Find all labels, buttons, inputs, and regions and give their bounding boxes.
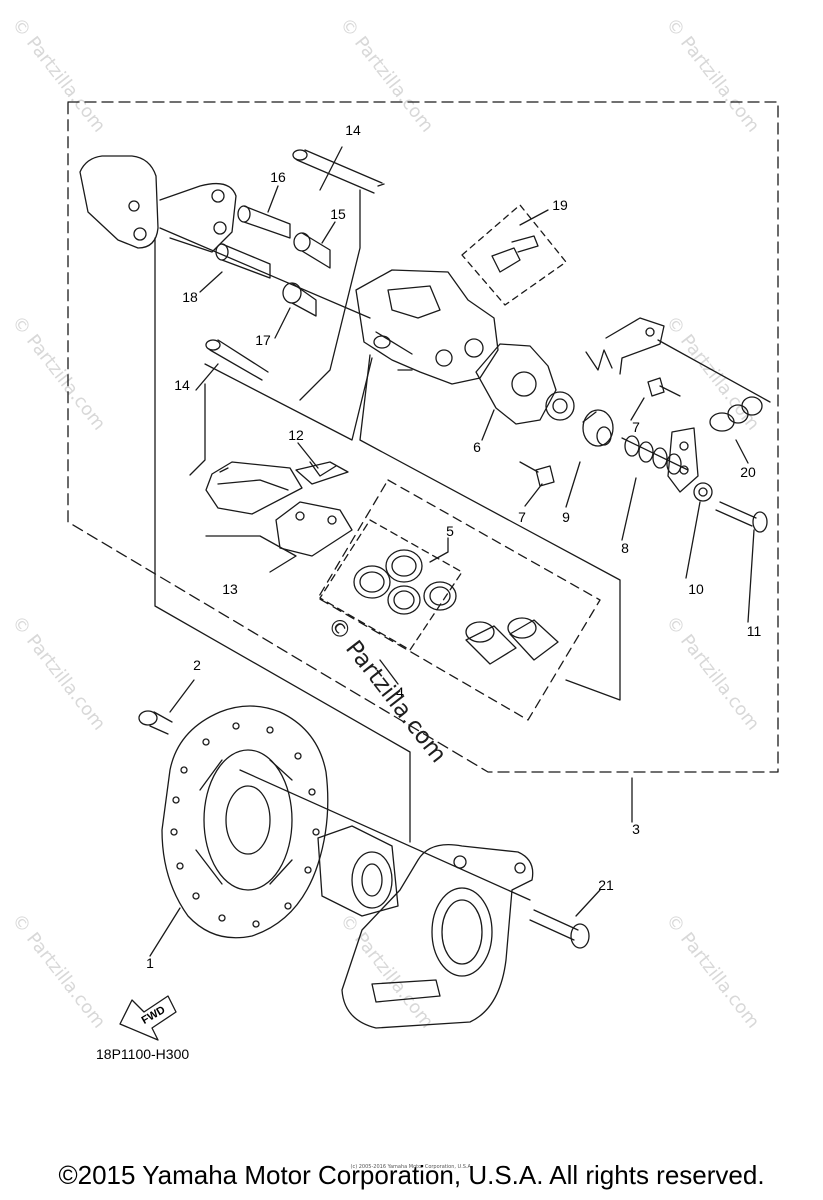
callout-10: 10 xyxy=(688,581,704,597)
bracket-bolt-21 xyxy=(529,909,590,949)
callout-11: 11 xyxy=(747,623,762,639)
callout-13: 13 xyxy=(222,581,238,597)
callout-18: 18 xyxy=(182,289,198,305)
pistons-4 xyxy=(465,617,559,665)
bleed-screw-19 xyxy=(491,235,539,273)
caliper-body xyxy=(355,269,499,385)
caliper-mount-bracket xyxy=(341,843,534,1029)
callout-16: 16 xyxy=(270,169,286,185)
callout-14-lower: 14 xyxy=(174,377,190,393)
slide-pin-18 xyxy=(215,243,271,279)
callout-15: 15 xyxy=(330,206,346,222)
caliper-pin-bolt xyxy=(292,149,385,194)
seal-kit-boundary xyxy=(319,519,463,651)
brake-pad-13-lower xyxy=(275,501,353,557)
brake-disc-1 xyxy=(161,705,329,939)
boot-15 xyxy=(293,232,331,269)
callout-20: 20 xyxy=(740,464,756,480)
callout-1: 1 xyxy=(146,955,154,971)
bleed-screw-boundary xyxy=(461,204,567,306)
callout-17: 17 xyxy=(255,332,271,348)
brake-pad-13-upper xyxy=(205,461,303,515)
callout-9: 9 xyxy=(562,509,570,525)
fine-print: (c) 2005-2016 Yamaha Motor Corporation, … xyxy=(350,1164,473,1170)
slide-pin-16 xyxy=(237,205,291,239)
disc-bolt-2 xyxy=(138,710,173,735)
copyright-notice: ©2015 Yamaha Motor Corporation, U.S.A. A… xyxy=(58,1160,765,1190)
caliper-pin-bolt-lower xyxy=(205,339,269,381)
boot-17 xyxy=(282,282,317,317)
callout-12: 12 xyxy=(288,427,304,443)
callout-3: 3 xyxy=(632,821,640,837)
callout-5: 5 xyxy=(446,523,454,539)
fwd-label: FWD xyxy=(140,1004,168,1027)
callout-21: 21 xyxy=(598,877,614,893)
callout-8: 8 xyxy=(621,540,629,556)
bolt-11 xyxy=(715,501,768,533)
spring-20 xyxy=(709,396,763,432)
seals-5 xyxy=(353,549,457,615)
fwd-arrow xyxy=(119,995,177,1041)
diagram-code: 18P1100-H300 xyxy=(96,1046,190,1062)
callout-7-lower: 7 xyxy=(518,509,526,525)
caliper-bracket-left xyxy=(79,155,237,253)
bolt-7-upper xyxy=(647,377,681,397)
callout-4: 4 xyxy=(396,684,404,700)
nut-10 xyxy=(693,482,713,502)
bolt-7-lower xyxy=(519,461,555,487)
wheel-hub xyxy=(317,825,399,917)
callout-6: 6 xyxy=(473,439,481,455)
piston-kit-boundary xyxy=(317,479,601,721)
caliper-assembly-boundary xyxy=(67,101,779,773)
callout-2: 2 xyxy=(193,657,201,673)
pad-spring-12 xyxy=(295,461,349,485)
callout-19: 19 xyxy=(552,197,568,213)
callout-7-upper: 7 xyxy=(632,419,640,435)
support-bracket-6 xyxy=(475,343,575,425)
bracket-plate xyxy=(605,317,699,493)
bushing-9 xyxy=(582,409,614,447)
callout-14-upper: 14 xyxy=(345,122,361,138)
spring-8 xyxy=(621,435,689,475)
